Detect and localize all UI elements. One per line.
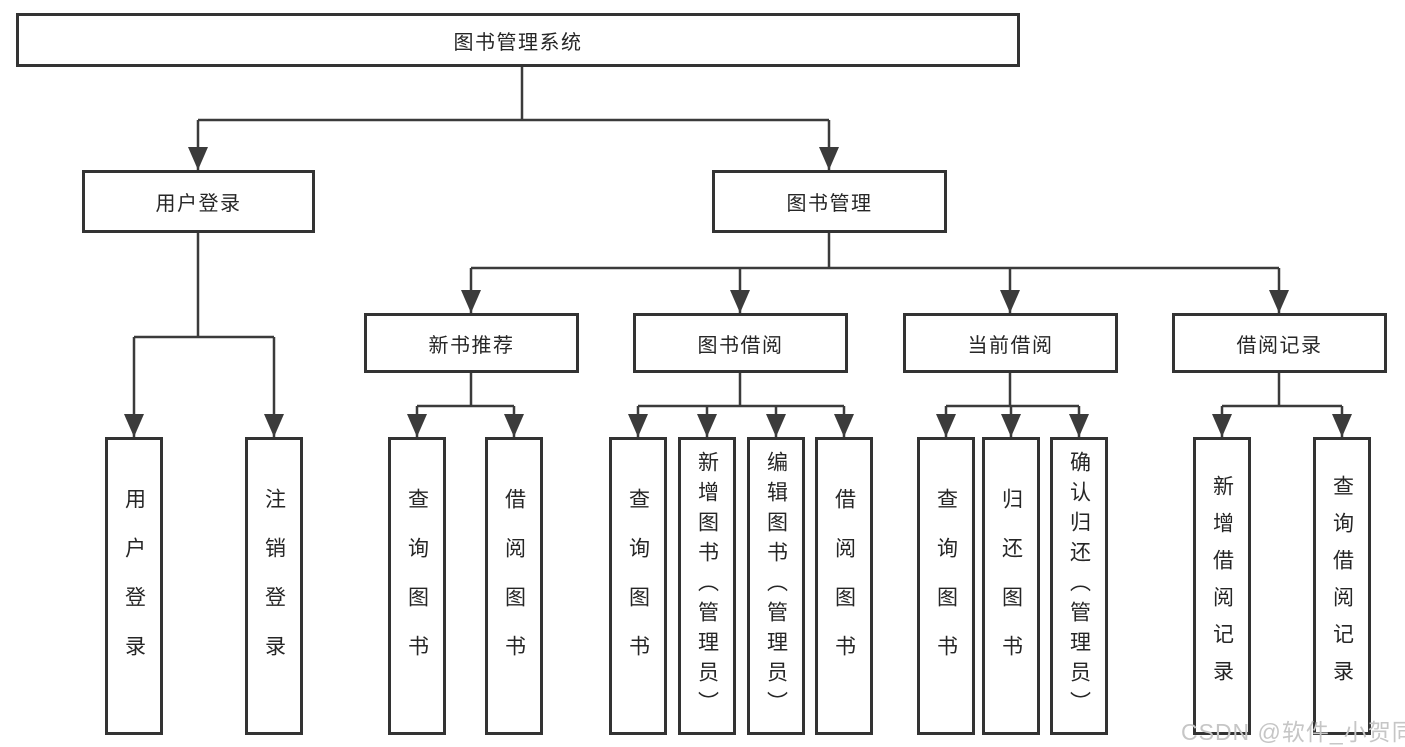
node-label: 借阅记录 <box>1236 334 1323 357</box>
node-new-book-recommend: 新书推荐 <box>364 313 579 373</box>
leaf-label: 查询图书 <box>934 488 958 684</box>
connector-arrows <box>124 120 1352 437</box>
leaf-label: 查询图书 <box>405 488 429 684</box>
root-node-label: 图书管理系统 <box>453 31 583 54</box>
leaf-confirm-return-admin: 确认归还（管理员） <box>1050 437 1108 735</box>
leaf-user-login: 用户登录 <box>105 437 163 735</box>
leaf-label: 查询图书 <box>626 488 650 684</box>
leaf-label: 确认归还（管理员） <box>1067 451 1091 721</box>
leaf-label: 编辑图书（管理员） <box>764 451 788 721</box>
node-label: 图书借阅 <box>697 334 784 357</box>
leaf-add-borrow-record: 新增借阅记录 <box>1193 437 1251 735</box>
watermark: CSDN @软件_小贺同学 <box>1181 719 1405 745</box>
leaf-add-book-admin: 新增图书（管理员） <box>678 437 736 735</box>
node-label: 当前借阅 <box>967 334 1054 357</box>
leaf-label: 借阅图书 <box>832 488 856 684</box>
leaf-query-books-recommend: 查询图书 <box>388 437 446 735</box>
leaf-edit-book-admin: 编辑图书（管理员） <box>747 437 805 735</box>
leaf-return-book: 归还图书 <box>982 437 1040 735</box>
leaf-query-borrow-record: 查询借阅记录 <box>1313 437 1371 735</box>
leaf-label: 查询借阅记录 <box>1330 475 1354 697</box>
node-current-borrow: 当前借阅 <box>903 313 1118 373</box>
leaf-label: 用户登录 <box>122 488 146 684</box>
leaf-logout: 注销登录 <box>245 437 303 735</box>
node-label: 新书推荐 <box>428 334 515 357</box>
branch-label: 用户登录 <box>155 193 242 215</box>
leaf-label: 归还图书 <box>999 488 1023 684</box>
branch-user-login: 用户登录 <box>82 170 315 233</box>
leaf-label: 注销登录 <box>262 488 286 684</box>
leaf-borrow-books-recommend: 借阅图书 <box>485 437 543 735</box>
leaf-query-books-current: 查询图书 <box>917 437 975 735</box>
node-book-borrow: 图书借阅 <box>633 313 848 373</box>
root-node: 图书管理系统 <box>16 13 1020 67</box>
branch-label: 图书管理 <box>786 193 873 215</box>
leaf-label: 借阅图书 <box>502 488 526 684</box>
leaf-query-books-borrow: 查询图书 <box>609 437 667 735</box>
connector-buses <box>134 67 1342 408</box>
branch-book-management: 图书管理 <box>712 170 947 233</box>
node-borrow-record: 借阅记录 <box>1172 313 1387 373</box>
leaf-label: 新增图书（管理员） <box>695 451 719 721</box>
leaf-borrow-books-borrow: 借阅图书 <box>815 437 873 735</box>
leaf-label: 新增借阅记录 <box>1210 475 1234 697</box>
